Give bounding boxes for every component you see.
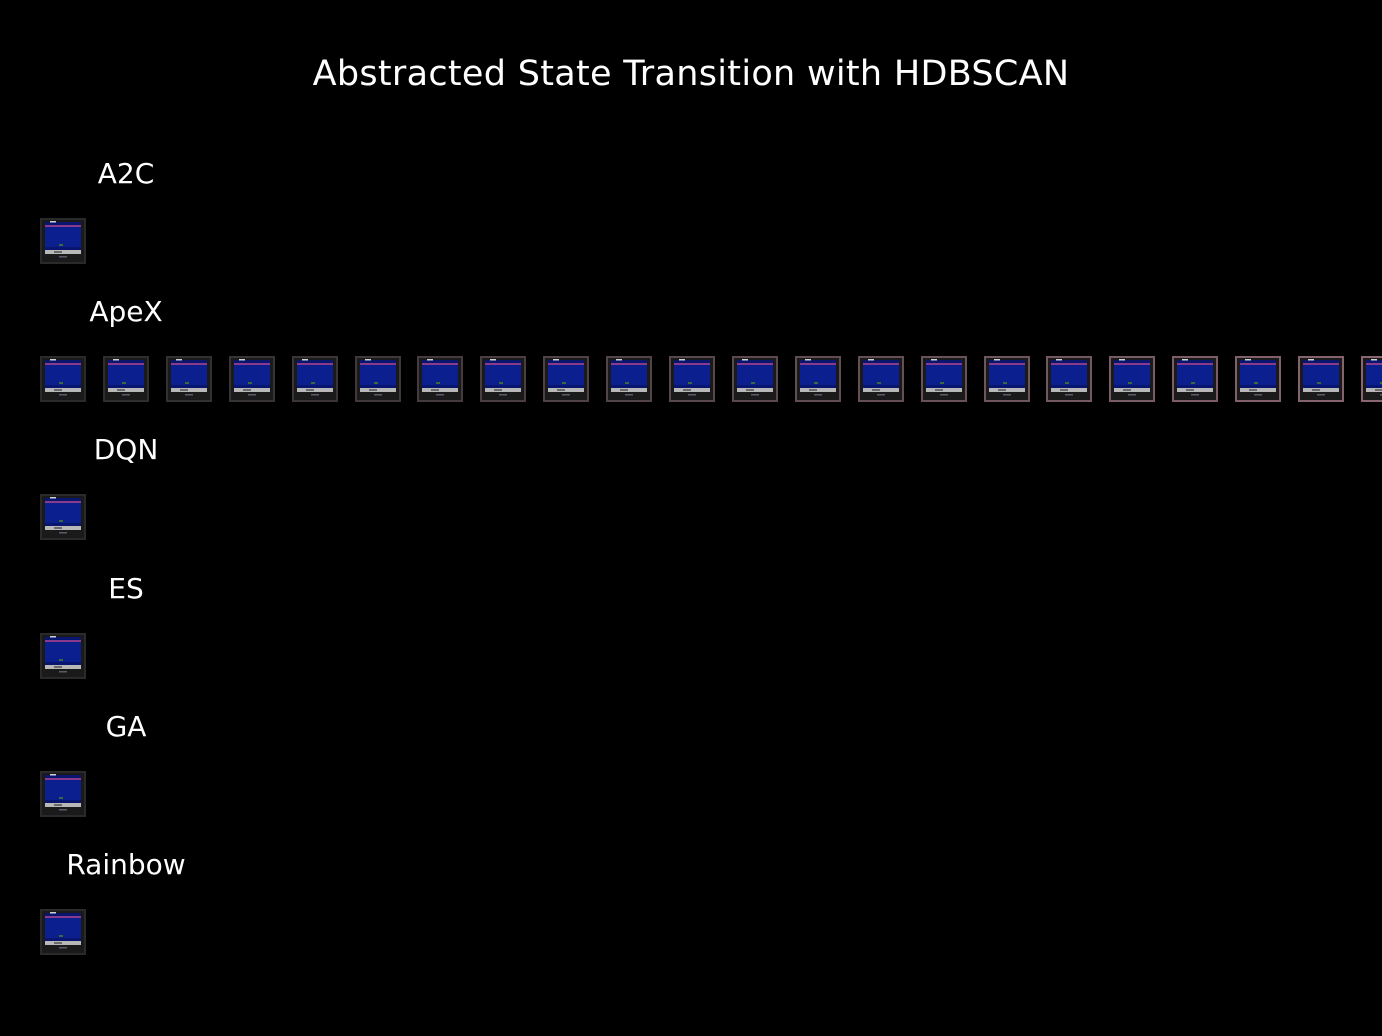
state-frame-thumbnail <box>920 356 967 403</box>
state-frame-sequence <box>40 494 1382 541</box>
state-frame-thumbnail <box>1235 356 1282 403</box>
state-frame-sequence <box>40 770 1382 817</box>
algorithm-row-es: ES <box>0 572 1382 692</box>
state-frame-thumbnail <box>1360 356 1382 403</box>
state-frame-thumbnail <box>40 770 86 817</box>
algorithm-row-a2c: A2C <box>0 157 1382 277</box>
state-frame-thumbnail <box>1109 356 1156 403</box>
state-frame-thumbnail <box>794 356 841 403</box>
state-frame-thumbnail <box>40 494 86 541</box>
algorithm-row-ga: GA <box>0 710 1382 830</box>
state-frame-sequence <box>40 218 1382 264</box>
state-frame-thumbnail <box>983 356 1030 403</box>
state-frame-sequence <box>40 356 1382 403</box>
state-frame-thumbnail <box>1172 356 1219 403</box>
state-frame-thumbnail <box>606 356 653 403</box>
state-frame-thumbnail <box>165 356 212 403</box>
algorithm-row-rainbow: Rainbow <box>0 848 1382 968</box>
state-frame-sequence <box>40 909 1382 955</box>
state-frame-thumbnail <box>857 356 904 403</box>
state-frame-thumbnail <box>669 356 715 403</box>
state-frame-thumbnail <box>1298 356 1344 403</box>
algorithm-label: ES <box>108 571 144 605</box>
algorithm-row-dqn: DQN <box>0 433 1382 553</box>
state-frame-thumbnail <box>228 356 275 403</box>
state-frame-thumbnail <box>40 909 86 955</box>
state-frame-thumbnail <box>40 218 86 264</box>
state-frame-thumbnail <box>731 356 778 403</box>
algorithm-label: Rainbow <box>66 848 186 881</box>
algorithm-label: ApeX <box>89 295 163 329</box>
state-frame-thumbnail <box>417 356 464 403</box>
state-frame-thumbnail <box>480 356 527 403</box>
state-frame-thumbnail <box>291 356 338 403</box>
algorithm-label: A2C <box>97 157 155 190</box>
algorithm-label: DQN <box>93 433 159 467</box>
figure-title: Abstracted State Transition with HDBSCAN <box>312 54 1070 94</box>
state-frame-thumbnail <box>40 356 86 403</box>
algorithm-row-apex: ApeX <box>0 295 1382 415</box>
state-frame-thumbnail <box>1046 356 1093 403</box>
state-frame-sequence <box>40 632 1382 679</box>
state-frame-thumbnail <box>354 356 401 403</box>
algorithm-label: GA <box>105 709 147 743</box>
state-frame-thumbnail <box>40 632 86 679</box>
state-frame-thumbnail <box>102 356 149 403</box>
state-frame-thumbnail <box>543 356 590 403</box>
